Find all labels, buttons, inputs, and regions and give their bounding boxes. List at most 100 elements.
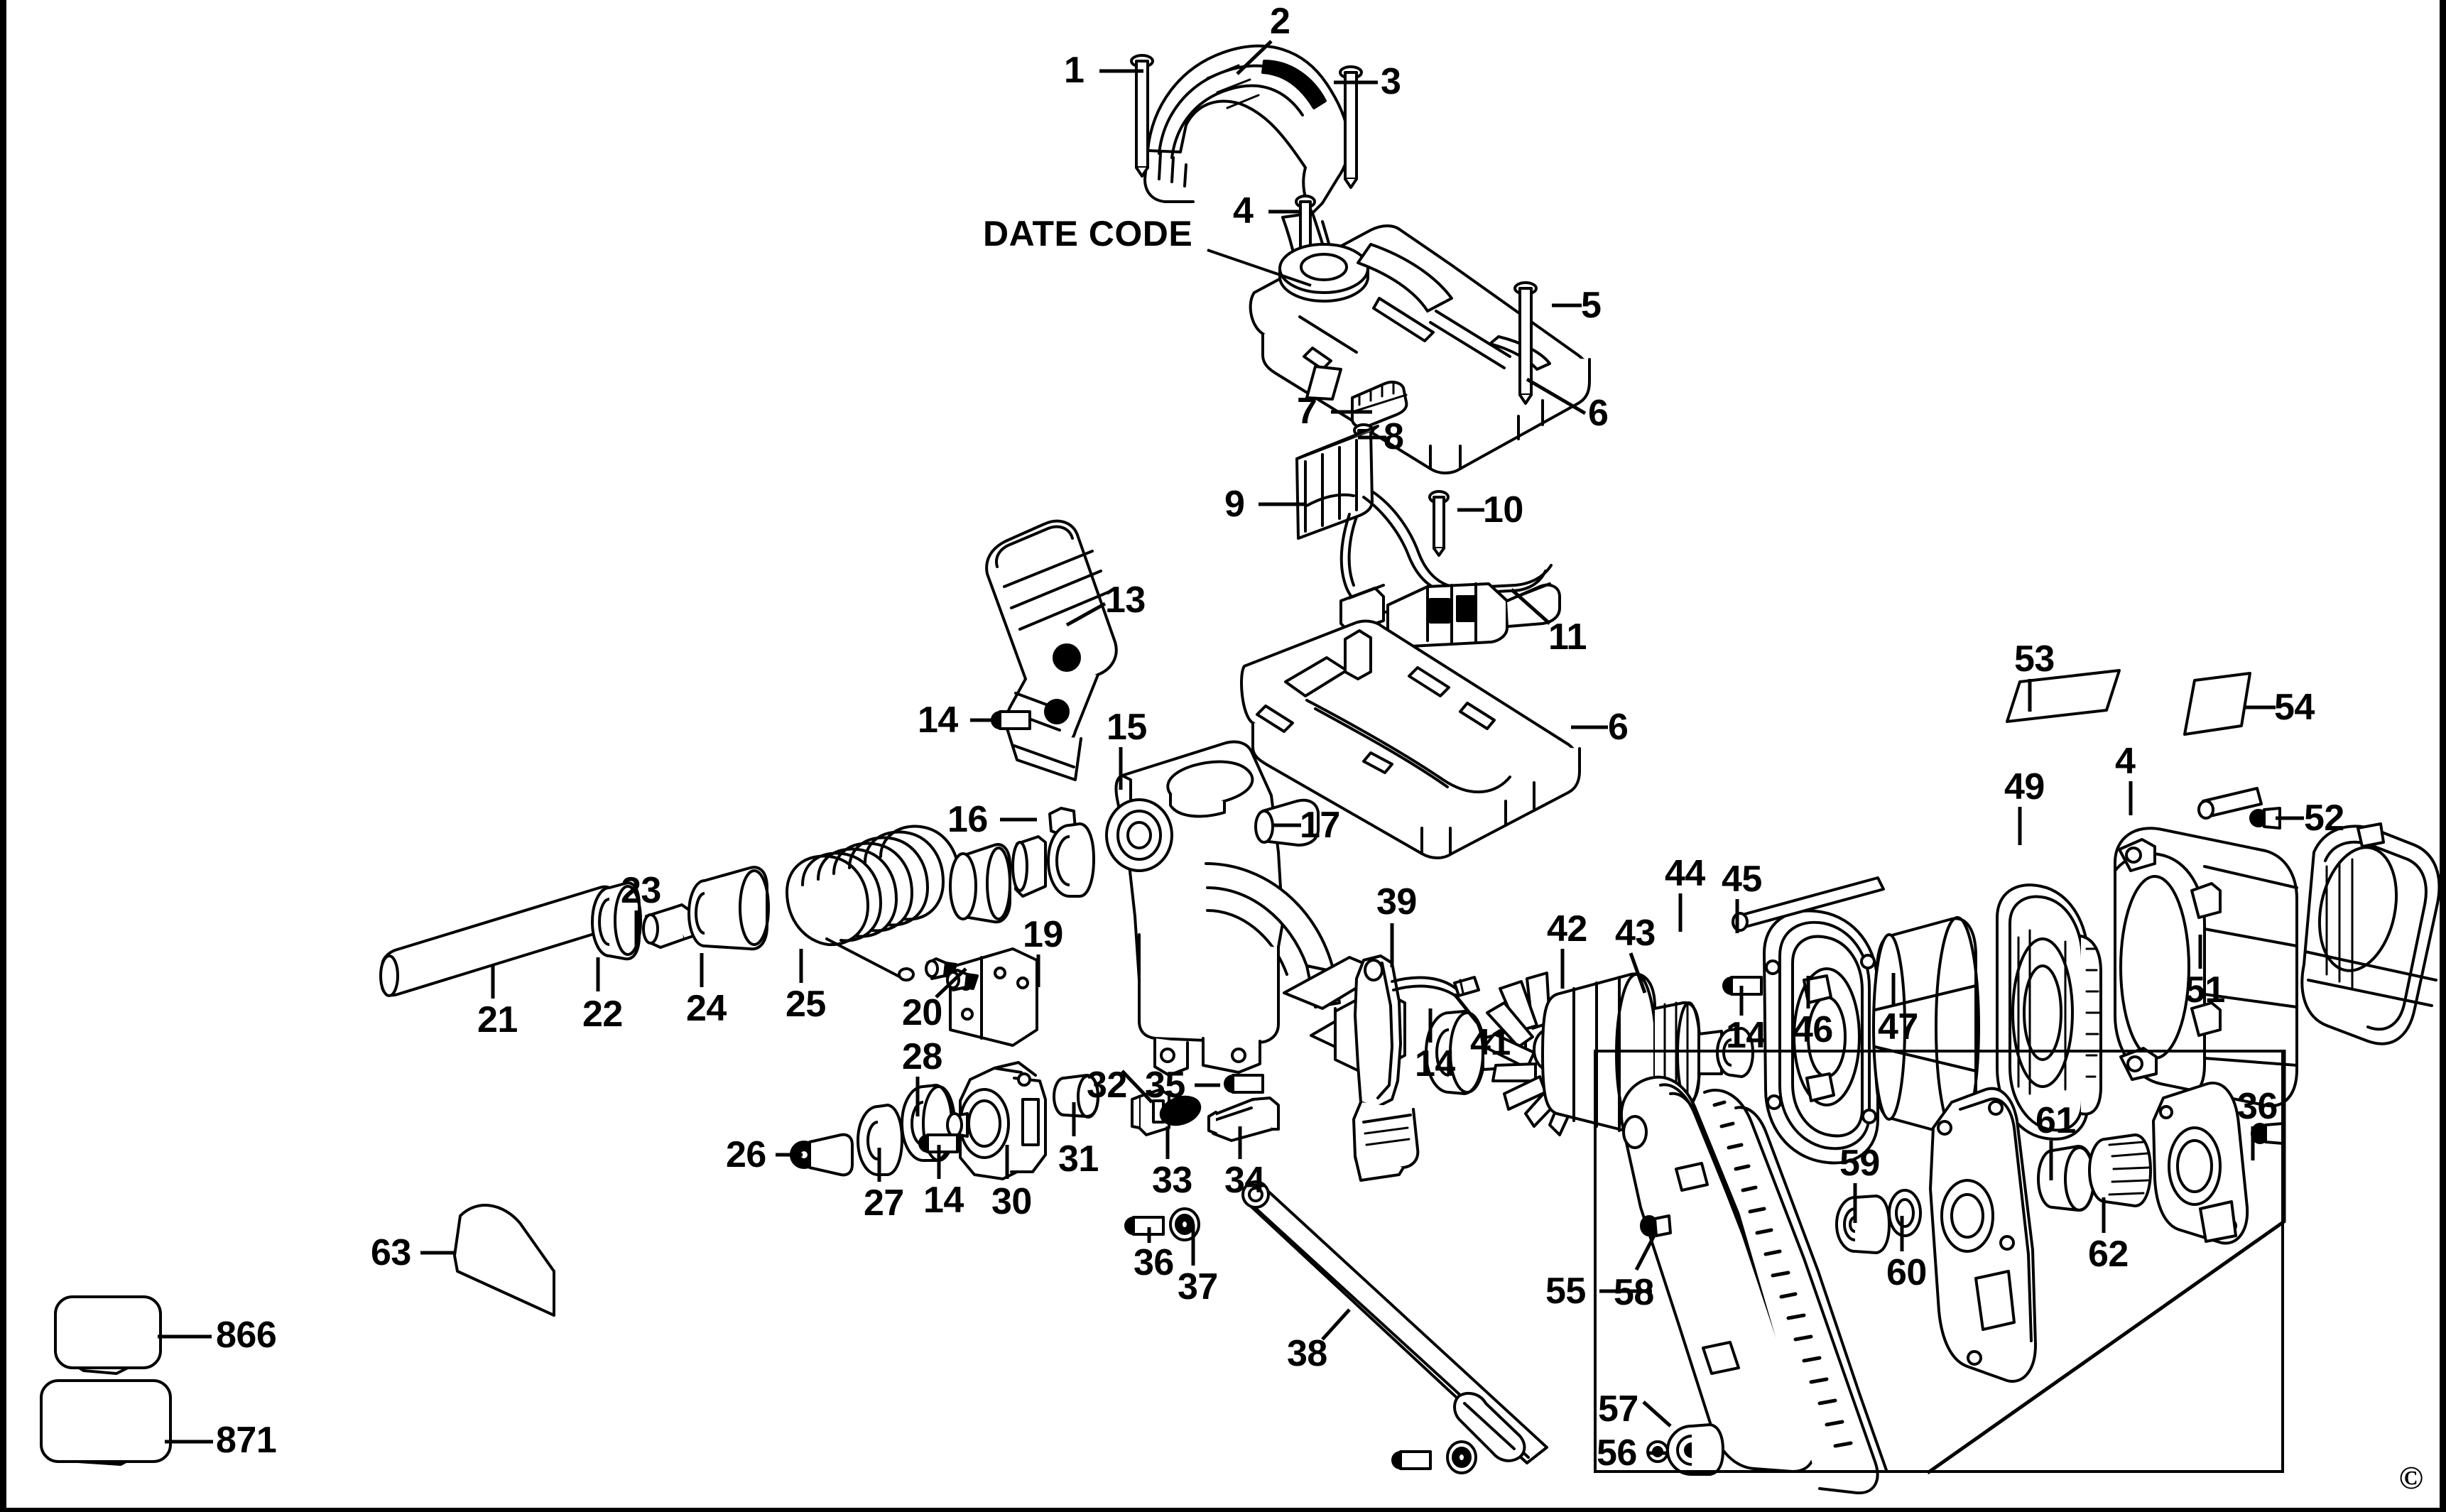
callout-number-23: 23 <box>621 870 661 911</box>
part-27-washer <box>857 1104 903 1176</box>
part-34-lever <box>1207 1097 1280 1142</box>
callout-number-27: 27 <box>864 1182 904 1224</box>
callout-number-17: 17 <box>1300 805 1340 846</box>
callout-number-43: 43 <box>1615 913 1656 954</box>
part-8-screw <box>1353 423 1374 490</box>
callout-number-11: 11 <box>1548 616 1587 658</box>
leader-line-43 <box>1629 952 1647 994</box>
callout-number-44: 44 <box>1665 853 1705 894</box>
callout-number-20: 20 <box>902 992 942 1033</box>
callout-number-3: 3 <box>1381 61 1401 102</box>
part-6-top-housing <box>1249 224 1591 474</box>
callout-number-51: 51 <box>2185 969 2225 1011</box>
callout-number-58: 58 <box>1614 1272 1654 1313</box>
callout-number-46: 46 <box>1793 1009 1833 1050</box>
part-30-drive-assembly <box>946 1061 1047 1180</box>
callout-number-39: 39 <box>1376 881 1417 923</box>
part-51-endcap <box>2300 822 2441 1045</box>
callout-number-38: 38 <box>1287 1333 1327 1374</box>
callout-number-30: 30 <box>991 1181 1032 1222</box>
part-15-main-frame <box>1105 740 1406 1077</box>
callout-number-16: 16 <box>947 799 988 840</box>
battery-box-871 <box>40 1379 172 1463</box>
part-21-shaft <box>379 885 616 997</box>
part-26-bolt <box>790 1133 854 1177</box>
part-roller-bushing <box>949 843 1011 924</box>
part-14-screw-b <box>918 1133 959 1153</box>
part-19-plate <box>949 947 1038 1047</box>
callout-number-56: 56 <box>1597 1432 1637 1474</box>
callout-number-33: 33 <box>1152 1160 1192 1201</box>
callout-number-5: 5 <box>1581 285 1602 326</box>
leader-line-2 <box>1236 40 1273 75</box>
callout-number-28: 28 <box>902 1036 942 1077</box>
callout-number-4: 4 <box>2115 741 2136 782</box>
inset-panel-55 <box>1594 1050 2284 1473</box>
callout-number-47: 47 <box>1878 1006 1918 1048</box>
copyright-mark: © <box>2398 1459 2423 1496</box>
callout-number-55: 55 <box>1545 1271 1586 1312</box>
part-24-bushing <box>687 866 770 951</box>
part-36-screw-b <box>1391 1450 1432 1470</box>
page-border-bottom <box>0 1508 2446 1512</box>
part-63-gasket <box>453 1204 555 1317</box>
part-14-screw-c <box>1722 976 1763 996</box>
callout-number-24: 24 <box>686 988 727 1029</box>
part-38-arm <box>1241 1180 1548 1464</box>
callout-number-36: 36 <box>1134 1242 1174 1283</box>
part-52-screw <box>2249 807 2281 830</box>
part-1-screw <box>1130 54 1154 178</box>
callout-number-13: 13 <box>1105 580 1146 621</box>
callout-number-57: 57 <box>1598 1388 1638 1430</box>
leader-line-13 <box>1065 602 1107 627</box>
part-37-washer-a <box>1169 1207 1200 1241</box>
callout-number-9: 9 <box>1224 484 1245 525</box>
part-5-screw <box>1513 281 1538 405</box>
callout-number-22: 22 <box>582 994 623 1035</box>
callout-number-60: 60 <box>1886 1252 1927 1293</box>
part-25-spring <box>786 825 960 981</box>
part-23-collar <box>642 903 695 949</box>
callout-number-62: 62 <box>2088 1234 2129 1275</box>
leader-line-11 <box>1510 588 1551 625</box>
callout-number-2: 2 <box>1270 1 1290 42</box>
callout-number-49: 49 <box>2004 766 2045 807</box>
callout-number-53: 53 <box>2014 638 2055 680</box>
callout-number-14: 14 <box>1726 1015 1766 1056</box>
part-6-lower-housing <box>1240 619 1581 859</box>
callout-number-31: 31 <box>1058 1138 1099 1180</box>
leader-line-6 <box>1526 377 1587 415</box>
part-35-screw <box>1224 1074 1264 1094</box>
page-border-left <box>0 0 6 1512</box>
callout-number-14: 14 <box>918 700 958 741</box>
callout-number-8: 8 <box>1384 416 1404 457</box>
callout-number-15: 15 <box>1107 707 1147 748</box>
callout-number-6: 6 <box>1608 707 1629 748</box>
callout-number-25: 25 <box>786 984 826 1025</box>
part-28-bearing <box>901 1084 956 1162</box>
date-code-label: DATE CODE <box>983 214 1193 254</box>
callout-number-866: 866 <box>216 1315 277 1356</box>
part-10-screw <box>1428 490 1450 557</box>
callout-number-63: 63 <box>371 1232 411 1273</box>
part-20-rivets <box>925 957 979 991</box>
callout-number-7: 7 <box>1297 391 1317 432</box>
callout-number-41: 41 <box>1470 1022 1511 1063</box>
leader-line-41 <box>1453 993 1479 1024</box>
callout-number-21: 21 <box>477 999 518 1040</box>
callout-number-26: 26 <box>726 1134 766 1175</box>
callout-number-37: 37 <box>1178 1266 1218 1307</box>
callout-number-42: 42 <box>1547 908 1587 950</box>
part-oil-seal <box>1047 822 1095 898</box>
callout-number-4: 4 <box>1233 190 1254 232</box>
callout-number-19: 19 <box>1023 914 1063 955</box>
callout-number-32: 32 <box>1087 1065 1127 1106</box>
part-11-wire-harness <box>1339 490 1561 648</box>
part-54-label <box>2183 672 2251 736</box>
callout-number-34: 34 <box>1224 1160 1265 1201</box>
page-border-right <box>2440 0 2446 1512</box>
callout-number-35: 35 <box>1145 1065 1185 1106</box>
part-16-plug <box>1048 807 1077 837</box>
callout-number-871: 871 <box>216 1420 277 1461</box>
